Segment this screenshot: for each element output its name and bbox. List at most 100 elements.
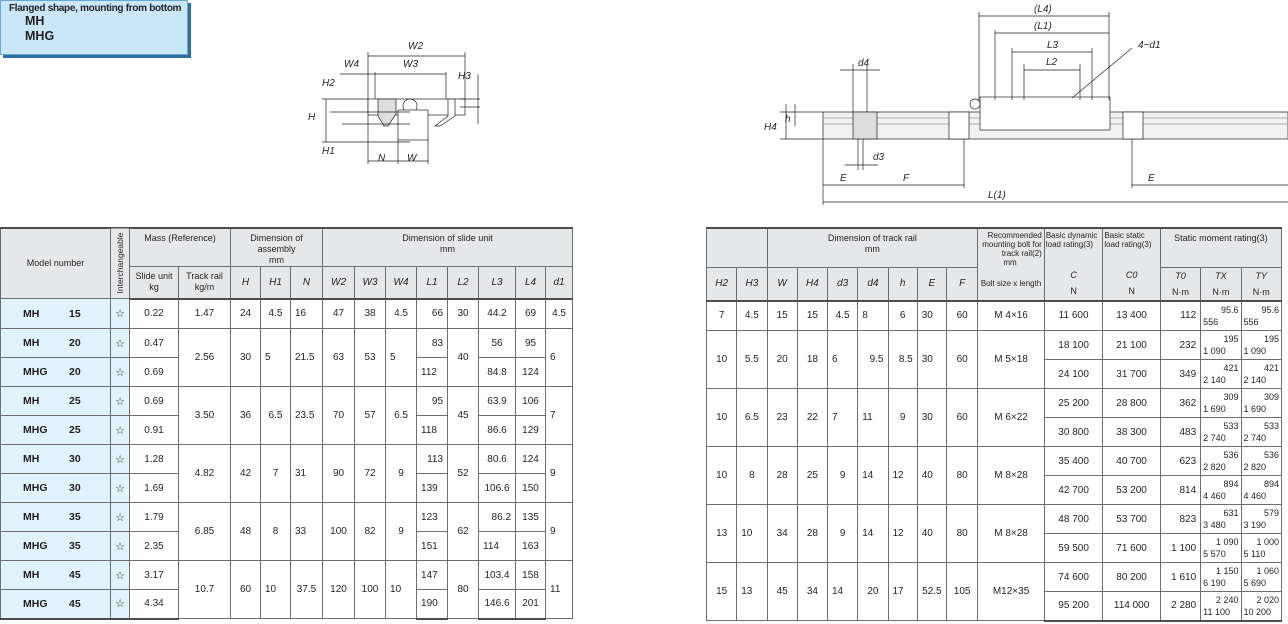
dim-l1: 118	[416, 415, 449, 445]
table-row: 10 5.5 20 18 6 9.5 8.5 30 60 M 5×18 18 1…	[705, 330, 1283, 389]
dim-d4: 9.5	[857, 330, 889, 389]
dim-d1: 11	[545, 560, 574, 619]
interchangeable-star-icon: ☆	[110, 473, 130, 503]
dim-h3: 13	[736, 562, 768, 621]
dim-w4: 4.5	[385, 298, 418, 329]
dim-h3: 6.5	[736, 388, 768, 447]
header-l1: L1	[416, 266, 449, 300]
header-h3: H3	[736, 266, 768, 302]
dim-w3: 53	[354, 328, 387, 387]
dim-h4: 18	[796, 330, 829, 389]
dim-w4: 6.5	[385, 386, 418, 445]
dim-l3: 146.6	[478, 589, 517, 620]
slide-mass: 1.79	[129, 502, 179, 532]
slide-mass: 1.28	[129, 444, 179, 474]
dim-h3: 8	[736, 446, 768, 505]
dim-f: 80	[945, 446, 979, 505]
header-bolt: Recommended mounting bolt for track rail…	[977, 227, 1045, 267]
header-w2: W2	[322, 266, 356, 300]
moment-t0: 362	[1159, 388, 1202, 418]
header-mass: Mass (Reference)	[129, 227, 231, 267]
header-f: F	[945, 266, 979, 302]
dim-e: 40	[916, 446, 948, 505]
label-l2: L2	[1046, 57, 1058, 68]
dim-w2: 63	[322, 328, 356, 387]
dim-h1: 4.5	[260, 298, 291, 329]
interchangeable-star-icon: ☆	[110, 502, 130, 532]
dim-w4: 10	[385, 560, 418, 619]
dim-f: 80	[945, 504, 979, 563]
dim-l4: 124	[515, 444, 547, 474]
dim-w: 45	[766, 562, 798, 621]
dim-l3: 86.2	[478, 502, 517, 532]
slide-mass: 3.17	[129, 560, 179, 590]
dim-h-small: 9	[887, 388, 918, 447]
load-c: 74 600	[1043, 562, 1104, 592]
label-h4: H4	[764, 122, 777, 133]
dim-l3: 56	[478, 328, 517, 358]
bolt-size: M12×35	[977, 562, 1045, 621]
label-d3: d3	[873, 152, 885, 163]
moment-t0: 623	[1159, 446, 1202, 476]
dim-h1: 10	[260, 560, 291, 619]
header-static-moment: Static moment rating(3)	[1159, 227, 1283, 268]
table-row: 10 8 28 25 9 14 12 40 80 M 8×28 35 400 4…	[705, 446, 1283, 505]
dim-d4: 14	[857, 504, 889, 563]
dim-l4: 124	[515, 357, 547, 387]
dim-f: 60	[945, 330, 979, 389]
header-h4: H4	[796, 266, 829, 302]
label-w3: W3	[403, 59, 418, 70]
header-d4: d4	[857, 266, 889, 302]
dim-l4: 135	[515, 502, 547, 532]
dim-l3: 86.6	[478, 415, 517, 445]
header-d1: d1	[545, 266, 574, 300]
dim-d1: 6	[545, 328, 574, 387]
label-e-left: E	[840, 173, 847, 184]
load-c: 24 100	[1043, 359, 1104, 389]
load-c0: 53 700	[1102, 504, 1161, 534]
label-w: W	[407, 153, 418, 164]
dim-h1: 5	[260, 328, 291, 387]
model-mh-label: MH	[25, 14, 45, 28]
label-4-d1: 4−d1	[1138, 40, 1161, 51]
dim-e: 30	[916, 300, 948, 331]
label-h: H	[308, 112, 316, 123]
dim-w: 20	[766, 330, 798, 389]
rail-mass: 6.85	[178, 502, 231, 561]
bolt-size: M 8×28	[977, 446, 1045, 505]
load-c0: 13 400	[1102, 300, 1161, 331]
dim-l3: 103.4	[478, 560, 517, 590]
dim-h: 60	[230, 560, 261, 619]
interchangeable-star-icon: ☆	[110, 298, 130, 329]
product-title-box: Flanged shape, mounting from bottom MH M…	[0, 0, 188, 55]
dim-f: 60	[945, 388, 979, 447]
model-mhg-label: MHG	[25, 29, 55, 43]
dim-w2: 120	[322, 560, 356, 619]
dim-l1: 95	[416, 386, 449, 416]
dim-f: 105	[945, 562, 979, 621]
dim-l4: 69	[515, 298, 547, 329]
label-d4: d4	[858, 58, 870, 69]
dim-h1: 8	[260, 502, 291, 561]
interchangeable-star-icon: ☆	[110, 589, 130, 620]
dim-w: 15	[766, 300, 798, 331]
header-w3: W3	[354, 266, 387, 300]
dim-w3: 38	[354, 298, 387, 329]
bolt-size: M 4×16	[977, 300, 1045, 331]
load-c0: 40 700	[1102, 446, 1161, 476]
